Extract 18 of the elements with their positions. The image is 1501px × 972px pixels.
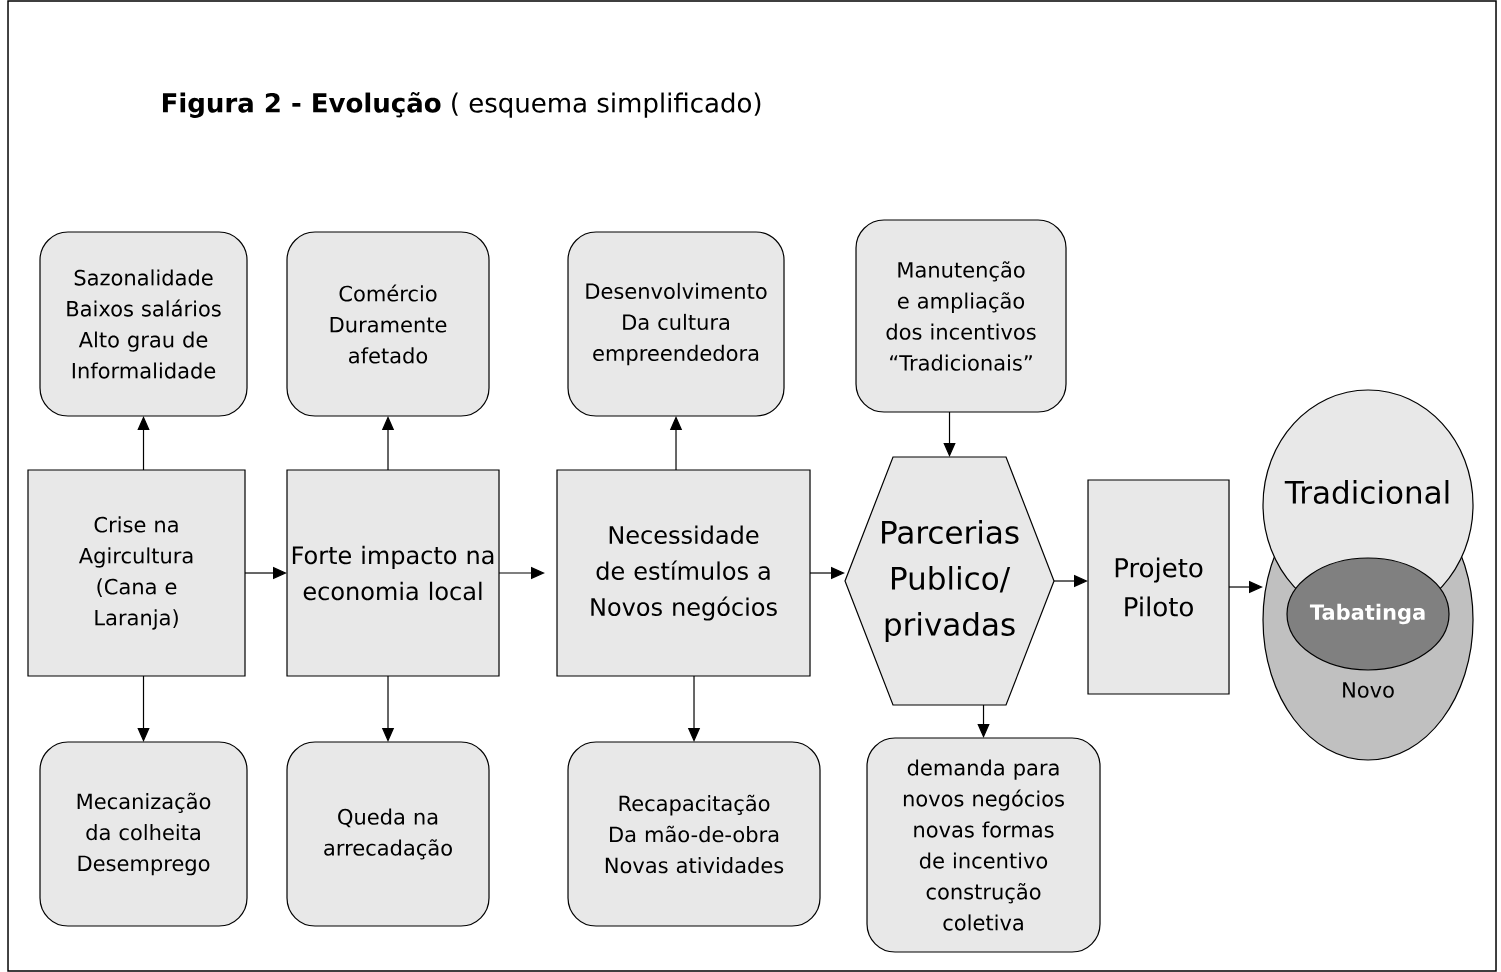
- arrow: [137, 675, 150, 742]
- process-box: Crise na Agircultura (Cana e Laranja): [27, 469, 246, 677]
- rounded-box: Queda na arrecadação: [286, 741, 490, 927]
- rounded-box: Sazonalidade Baixos salários Alto grau de Informalidade: [39, 231, 248, 417]
- rounded-box: demanda para novos negócios novas formas de incentivo construção coletiva: [866, 737, 1101, 953]
- title: Figura 2 - Evolução ( esquema simplificado): [163, 92, 761, 118]
- process-box: Projeto Piloto: [1087, 479, 1230, 695]
- arrow: [943, 411, 956, 457]
- process-box: Forte impacto na economia local: [286, 469, 500, 677]
- process-box: Necessidade de estímulos a Novos negócios: [556, 469, 811, 677]
- hexagon: Parcerias Publico/ privadas: [844, 456, 1055, 706]
- rounded-box: Recapacitação Da mão-de-obra Novas atividades: [567, 741, 821, 927]
- rounded-box: Comércio Duramente afetado: [286, 231, 490, 417]
- arrow: [977, 704, 990, 738]
- rounded-box: Manutenção e ampliação dos incentivos “Tradicionais”: [855, 219, 1067, 413]
- rounded-box: Desenvolvimento Da cultura empreendedora: [567, 231, 785, 417]
- arrow: [137, 416, 150, 471]
- rounded-box: Mecanização da colheita Desemprego: [39, 741, 248, 927]
